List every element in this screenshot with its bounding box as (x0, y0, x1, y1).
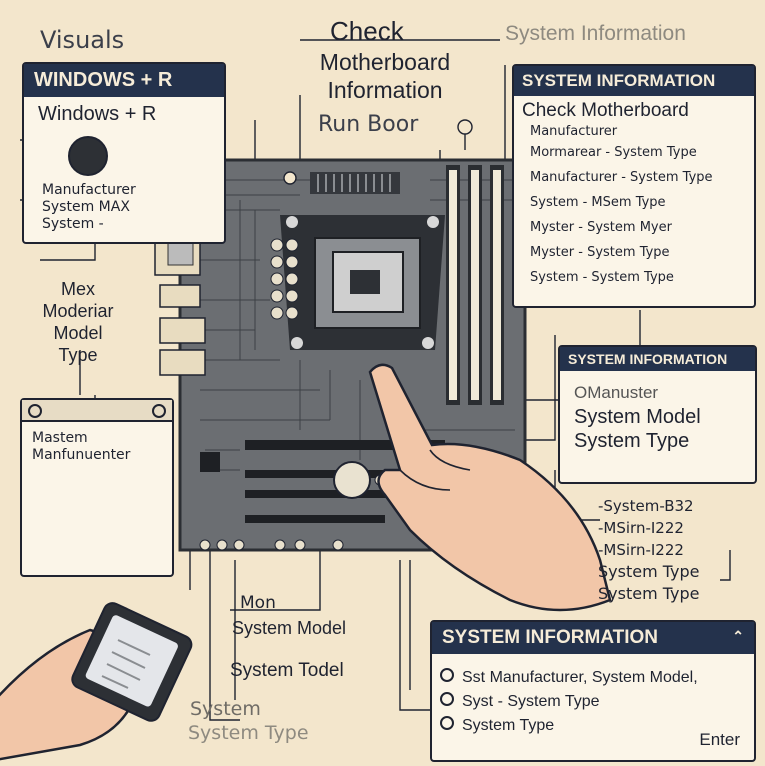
system-info-top-line: System - System Type (530, 270, 674, 285)
left-window-close-icon[interactable] (152, 404, 166, 418)
system-info-top-line: Manufacturer (530, 124, 618, 139)
windows-run-panel: WINDOWS + R Windows + R Manufacturer Sys… (22, 62, 226, 244)
system-info-mid-line: OManuster (574, 383, 659, 402)
system-info-top-line: Myster - System Type (530, 245, 670, 260)
check-label: Check (330, 16, 404, 46)
motherboard-information-label: Motherboard Information (319, 49, 451, 103)
system-info-mid-line: System Model (574, 406, 701, 428)
enter-key-label[interactable]: Enter (699, 730, 740, 749)
system-info-mid-line: System Type (574, 430, 690, 452)
system-info-mid-header: SYSTEM INFORMATION (560, 347, 755, 371)
left-window-titlebar (22, 400, 172, 422)
system-info-top-line: System - MSem Type (530, 195, 666, 210)
right-list-item: -MSirn-I222 (598, 519, 684, 537)
bottom-left-line: System Todel (230, 660, 344, 681)
right-list-item: -System-B32 (598, 497, 694, 515)
bottom-left-line: System Model (232, 618, 347, 638)
bottom-fade-line: System (190, 698, 261, 720)
left-window-line: Manfunuenter (32, 447, 131, 463)
windows-run-line: Manufacturer (42, 182, 136, 198)
system-info-bottom-item: System Type (440, 714, 746, 738)
system-info-bottom-item: Syst - System Type (440, 690, 746, 714)
system-info-panel-mid: SYSTEM INFORMATION OManuster System Mode… (558, 345, 757, 484)
system-info-bottom-title: SYSTEM INFORMATION (442, 627, 659, 648)
left-label: Moderiar (42, 301, 114, 321)
left-label: Mex (60, 279, 95, 299)
visuals-label: Visuals (40, 26, 125, 54)
windows-run-header: WINDOWS + R (24, 64, 224, 97)
bottom-fade-line: System Type (188, 722, 309, 744)
run-box-label: Run Boor (318, 112, 419, 137)
right-list-item: -MSirn-I222 (598, 541, 684, 559)
system-info-panel-top: SYSTEM INFORMATION Check Motherboard Man… (512, 64, 756, 308)
system-info-bottom-item: Sst Manufacturer, System Model, (440, 666, 746, 690)
run-app-icon (68, 136, 108, 176)
system-info-top-line: Manufacturer - System Type (530, 170, 713, 185)
expand-icon[interactable]: ⌃ (732, 628, 744, 644)
bottom-left-line: Mon (240, 593, 276, 613)
system-info-top-line: Myster - System Myer (530, 220, 672, 235)
windows-run-line: System - (42, 216, 104, 232)
right-list-item: System Type (598, 562, 700, 581)
windows-run-line: System MAX (42, 199, 130, 215)
system-information-faded-label: System Information (505, 22, 686, 45)
system-info-top-title: Check Motherboard (522, 100, 689, 121)
left-window: Mastem Manfunuenter (20, 398, 174, 577)
windows-run-subtitle: Windows + R (38, 103, 157, 125)
left-label: Model (53, 323, 103, 343)
left-window-icon (28, 404, 42, 418)
left-window-line: Mastem (32, 430, 88, 446)
system-info-bottom-header: SYSTEM INFORMATION ⌃ (432, 622, 754, 654)
right-list-item: System Type (598, 584, 700, 603)
left-label: Type (58, 345, 98, 365)
system-info-top-header: SYSTEM INFORMATION (514, 66, 754, 96)
system-info-panel-bottom: SYSTEM INFORMATION ⌃ Sst Manufacturer, S… (430, 620, 756, 762)
system-info-top-line: Mormarear - System Type (530, 145, 697, 160)
